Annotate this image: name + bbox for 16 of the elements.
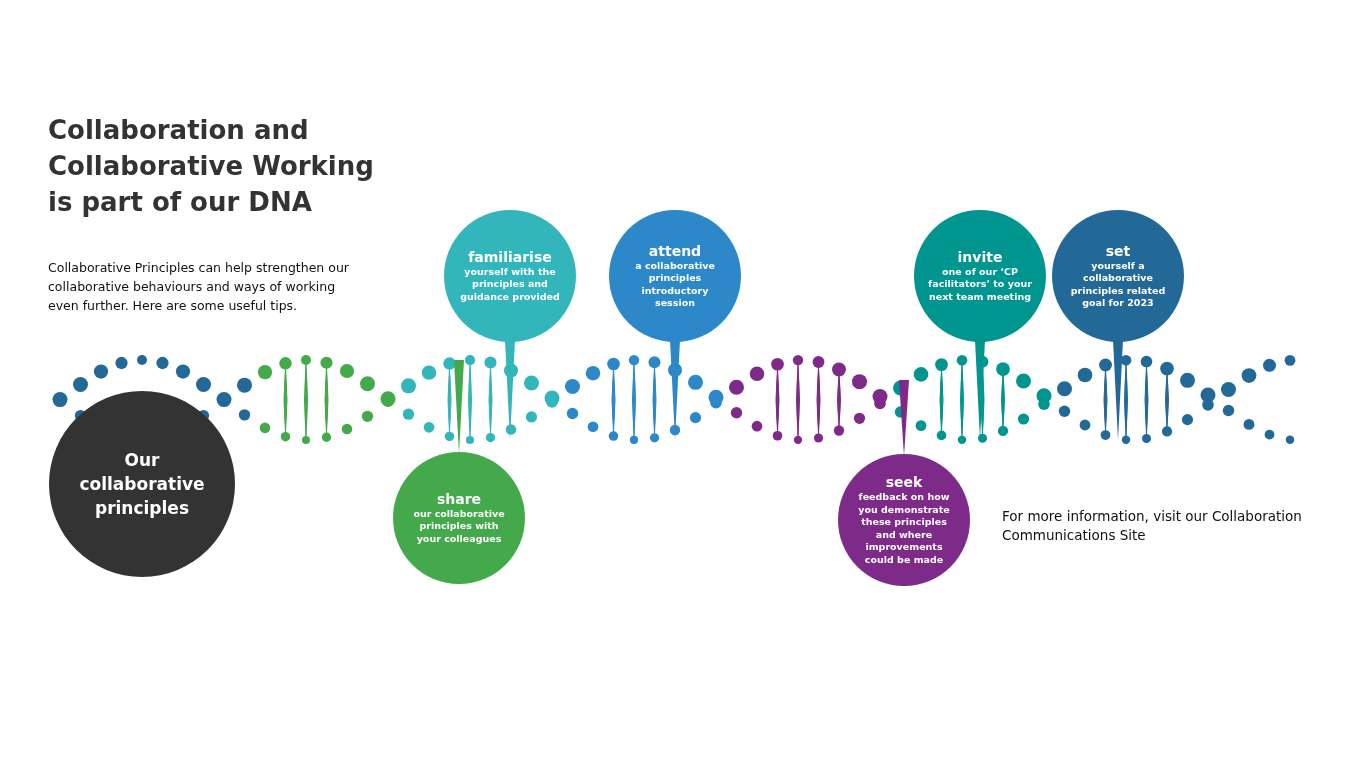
circle-heading: share (436, 490, 482, 508)
intro-text: Collaborative Principles can help strengthen our collaborative behaviours and ways of working even further. Here are some useful tips. (48, 259, 350, 315)
circle-text: yourself with the principles and guidance provided (459, 265, 561, 304)
circle-text: our collaborative principles with your colleagues (412, 507, 506, 546)
circle-text: a collaborative principles introductory session (634, 259, 716, 310)
circle-heading: invite (957, 248, 1003, 266)
title: Collaboration and Collaborative Working is part of our DNA (48, 114, 375, 219)
circle-heading: attend (648, 242, 702, 260)
circle-text: feedback on how you demonstrate these principles and where improvements could be made (857, 491, 951, 566)
circle-heading: familiarise (468, 248, 552, 266)
info-note: For more information, visit our Collaboration Communications Site (1002, 507, 1303, 545)
circle-heading: set (1105, 242, 1131, 260)
circle-text: one of our ‘CP facilitators’ to your next team meeting (928, 265, 1032, 304)
circle-heading: Our collaborative principles (79, 449, 205, 520)
circle-text: yourself a collaborative principles related goal for 2023 (1069, 259, 1167, 310)
circle-heading: seek (885, 474, 923, 491)
